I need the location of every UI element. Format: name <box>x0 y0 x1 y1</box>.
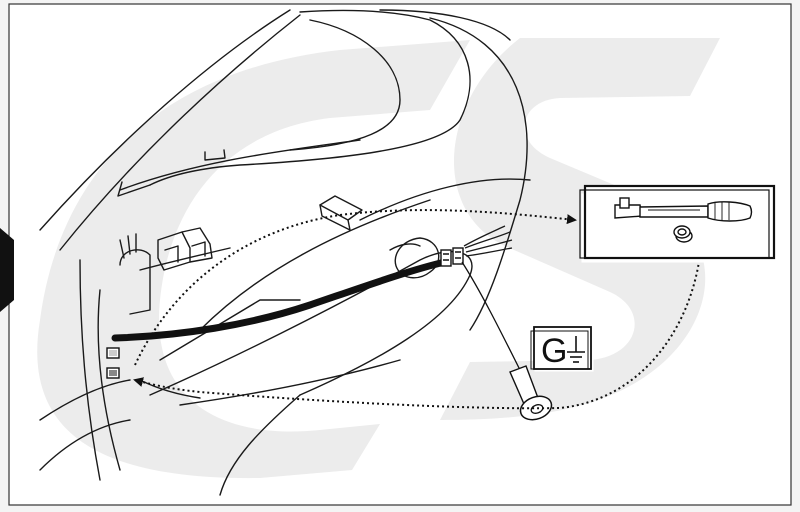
guide-line-to-tool <box>134 209 577 366</box>
ground-label-letter: G <box>541 332 567 370</box>
ground-wire <box>461 261 521 371</box>
guide-line-to-bolt <box>133 254 701 410</box>
outer-body-line <box>39 9 291 231</box>
ground-label-badge: G <box>530 326 594 372</box>
ratchet-wrench-icon <box>614 197 753 222</box>
page-edge-marker <box>0 228 14 312</box>
harness-wire-ends <box>463 225 513 257</box>
tool-callout-panel <box>579 184 776 263</box>
ring-terminal <box>509 365 553 421</box>
ground-bolts <box>106 347 120 379</box>
guide-lines <box>133 209 701 410</box>
socket-icon <box>673 225 693 243</box>
ground-symbol-icon <box>567 336 585 363</box>
vehicle-interior-illustration <box>39 9 531 496</box>
wire-harness <box>111 258 449 342</box>
harness-connector <box>440 247 464 267</box>
